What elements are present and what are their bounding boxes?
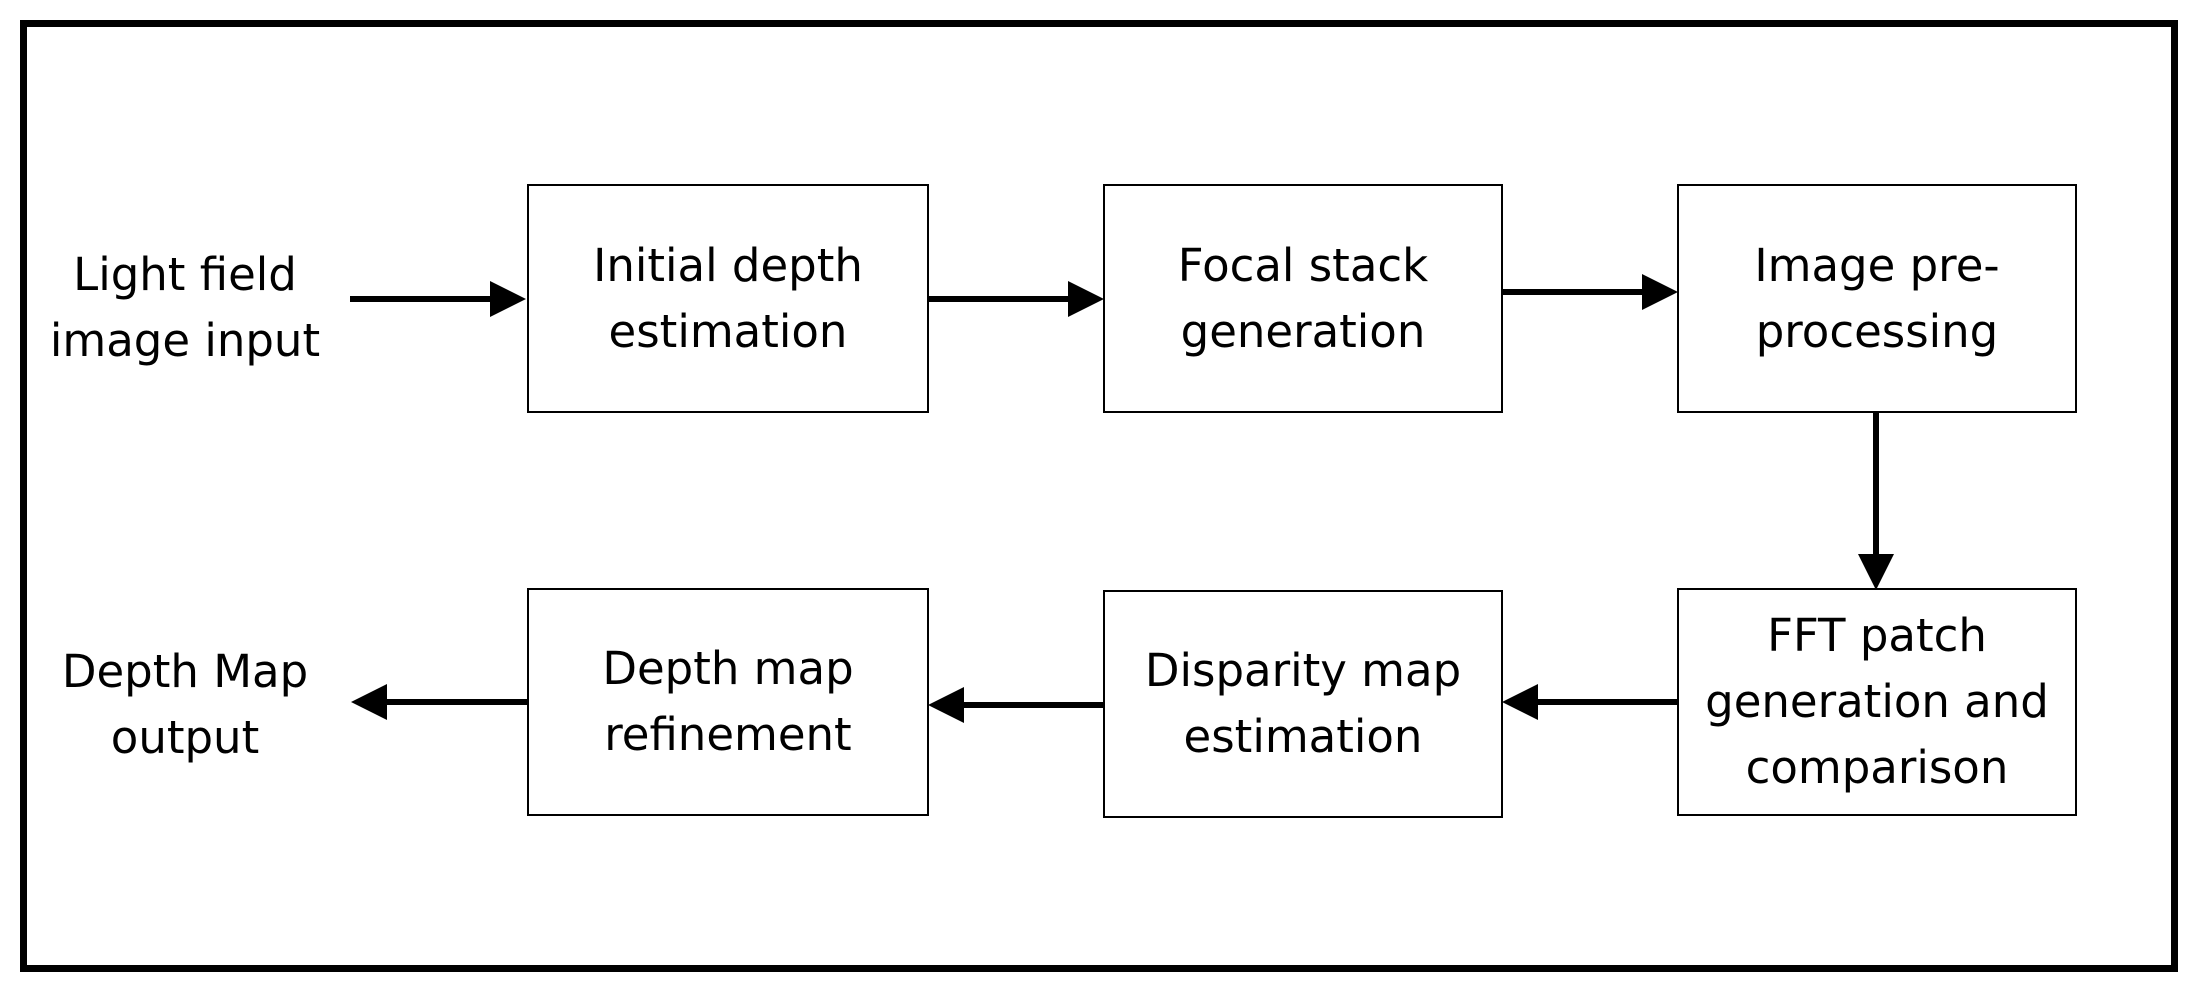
step-label: Disparity map estimation <box>1144 644 1462 763</box>
step-label: Image pre- processing <box>1754 238 2000 358</box>
step-image-preprocessing: Image pre- processing <box>1677 184 2077 413</box>
step-focal-stack-generation: Focal stack generation <box>1103 184 1503 413</box>
step-disparity-map-estimation: Disparity map estimation <box>1103 590 1503 818</box>
step-label: Depth map refinement <box>602 642 854 761</box>
output-label-text: Depth Map output <box>61 645 309 764</box>
step-initial-depth-estimation: Initial depth estimation <box>527 184 929 413</box>
diagram-frame <box>20 20 2178 972</box>
step-label: Initial depth estimation <box>593 238 863 358</box>
input-label: Light field image input <box>30 238 340 378</box>
step-label: Focal stack generation <box>1177 238 1429 358</box>
step-label: FFT patch generation and comparison <box>1705 609 2049 794</box>
step-fft-patch-generation-and-comparison: FFT patch generation and comparison <box>1677 588 2077 816</box>
input-label-text: Light field image input <box>49 248 321 367</box>
output-label: Depth Map output <box>30 635 340 775</box>
step-depth-map-refinement: Depth map refinement <box>527 588 929 816</box>
